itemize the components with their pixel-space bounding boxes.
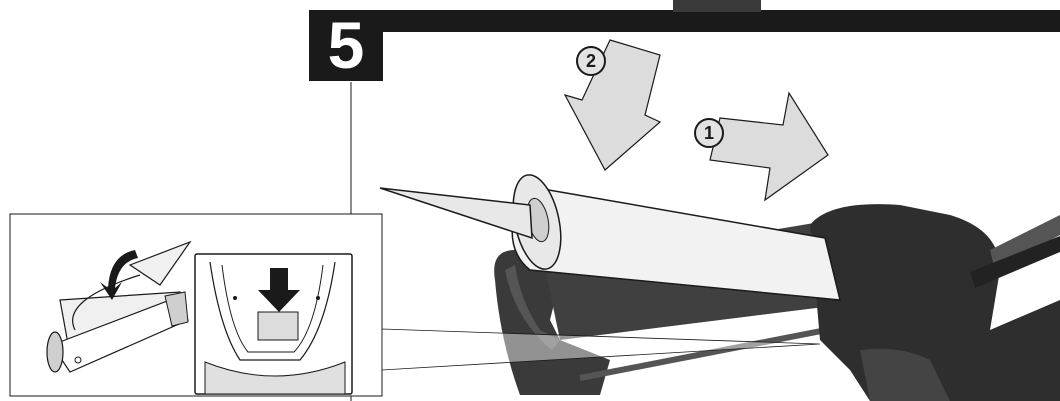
callout-1: 1: [694, 118, 724, 148]
step-header-bar: [383, 10, 1060, 32]
top-handle-fragment: [673, 0, 761, 12]
callout-2: 2: [576, 46, 606, 76]
inset-closeup: [195, 254, 352, 394]
step-number: 5: [309, 10, 383, 81]
arrow-right-icon: [710, 93, 828, 200]
